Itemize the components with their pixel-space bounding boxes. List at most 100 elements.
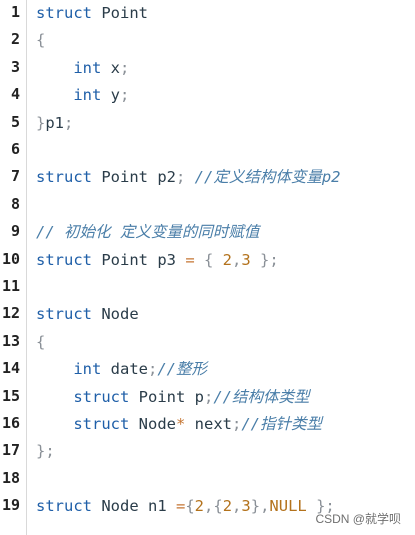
line-number: 8 xyxy=(10,194,20,213)
code-line[interactable]: 7 struct Point p2; //定义结构体变量p2 xyxy=(0,164,415,191)
code-line[interactable]: 5}p1; xyxy=(0,110,415,137)
code-token: 3 xyxy=(241,497,251,516)
code-line[interactable]: 15 struct Point p;//结构体类型 xyxy=(0,384,415,411)
code-token: }; xyxy=(36,442,55,461)
code-token xyxy=(36,388,73,406)
code-token: struct xyxy=(36,497,102,516)
code-line[interactable]: 2{ xyxy=(0,27,415,54)
code-text[interactable]: struct Point p;//结构体类型 xyxy=(36,387,310,407)
code-text[interactable]: int x; xyxy=(36,58,129,78)
line-number: 19 xyxy=(1,496,20,515)
code-token: x xyxy=(101,58,120,77)
line-number: 17 xyxy=(1,441,20,460)
code-token: { xyxy=(194,250,223,269)
code-token: int xyxy=(73,360,102,379)
line-number: 6 xyxy=(10,140,20,158)
code-line[interactable]: 18 xyxy=(0,466,415,493)
code-token: Node xyxy=(101,305,139,324)
code-token: { xyxy=(185,497,195,516)
code-text[interactable]: int date;//整形 xyxy=(36,359,207,379)
code-token: ; xyxy=(120,58,130,77)
code-token: p1 xyxy=(45,113,65,132)
code-text[interactable]: struct Point xyxy=(36,3,148,23)
code-token: Point p2 xyxy=(101,168,176,187)
code-line[interactable]: 6 xyxy=(0,137,415,164)
code-token: 2 xyxy=(222,250,233,269)
code-text[interactable]: // 初始化 定义变量的同时赋值 xyxy=(36,222,259,242)
line-number: 11 xyxy=(1,277,20,295)
code-text[interactable]: struct Node xyxy=(36,304,139,324)
line-number: 18 xyxy=(1,468,20,487)
code-line[interactable]: 13 { xyxy=(0,329,415,356)
code-token xyxy=(36,360,73,378)
code-line[interactable]: 17}; xyxy=(0,438,415,465)
code-text[interactable]: { xyxy=(36,30,45,50)
code-line[interactable]: 14 int date;//整形 xyxy=(0,356,415,383)
code-token: = xyxy=(185,250,195,269)
code-token: } xyxy=(36,113,46,132)
code-token: { xyxy=(36,332,46,351)
code-token: }; xyxy=(250,250,279,269)
code-line[interactable]: 8 xyxy=(0,192,415,219)
code-token: struct xyxy=(36,168,102,187)
code-token: ; xyxy=(64,113,74,132)
line-number: 15 xyxy=(1,386,20,405)
line-number: 9 xyxy=(10,222,20,241)
code-token: Point xyxy=(101,4,148,22)
code-token: y xyxy=(101,86,120,105)
code-token: ; xyxy=(232,415,242,433)
code-line[interactable]: 9 // 初始化 定义变量的同时赋值 xyxy=(0,219,415,246)
code-line[interactable]: 3 int x; xyxy=(0,55,415,82)
code-token: ; xyxy=(175,168,195,187)
code-token: // 初始化 定义变量的同时赋值 xyxy=(36,223,260,242)
line-number: 12 xyxy=(1,304,20,323)
code-token: Point p3 xyxy=(101,250,186,269)
line-number: 5 xyxy=(10,112,20,131)
code-token: ; xyxy=(203,387,214,406)
code-token: }; xyxy=(306,497,335,516)
code-token: , xyxy=(204,497,214,516)
code-token: struct xyxy=(73,387,139,406)
code-line[interactable]: 16 struct Node* next;//指针类型 xyxy=(0,411,415,438)
code-text[interactable]: struct Point p3 = { 2,3 }; xyxy=(36,250,279,270)
line-number: 7 xyxy=(10,167,20,186)
code-token: date xyxy=(101,360,148,379)
line-number: 13 xyxy=(1,331,20,350)
code-token: Node n1 xyxy=(101,497,176,516)
code-line[interactable]: 1 struct Point xyxy=(0,0,415,27)
csdn-watermark: CSDN @就学呗 xyxy=(315,512,401,526)
code-text[interactable]: struct Point p2; //定义结构体变量p2 xyxy=(36,167,340,187)
line-number: 4 xyxy=(10,85,20,104)
line-number: 1 xyxy=(10,3,20,21)
code-token xyxy=(36,415,73,433)
code-token: //结构体类型 xyxy=(213,387,310,406)
code-token: struct xyxy=(73,415,139,433)
code-line[interactable]: 11 xyxy=(0,274,415,301)
code-text[interactable]: { xyxy=(36,332,45,352)
code-text[interactable]: }p1; xyxy=(36,113,73,133)
code-token xyxy=(36,86,73,104)
code-token: next xyxy=(185,415,232,433)
code-token: , xyxy=(232,497,242,516)
code-text[interactable]: struct Node* next;//指针类型 xyxy=(36,414,322,434)
line-number: 14 xyxy=(1,359,20,378)
code-line[interactable]: 12 struct Node xyxy=(0,301,415,328)
line-number: 3 xyxy=(10,57,20,76)
code-token: 2 xyxy=(194,497,205,516)
code-token: ; xyxy=(148,360,158,379)
code-token: , xyxy=(260,497,270,516)
code-line[interactable]: 4 int y; xyxy=(0,82,415,109)
code-token: struct xyxy=(36,4,102,22)
code-token: Point p xyxy=(138,387,204,406)
code-token: ; xyxy=(120,86,130,105)
code-text[interactable]: }; xyxy=(36,441,55,461)
code-text[interactable]: struct Node n1 ={2,{2,3},NULL }; xyxy=(36,496,335,516)
code-text[interactable]: int y; xyxy=(36,85,129,105)
code-token xyxy=(36,59,73,77)
line-number: 16 xyxy=(1,414,20,432)
code-token: struct xyxy=(36,250,102,269)
line-number-gutter xyxy=(0,0,27,535)
